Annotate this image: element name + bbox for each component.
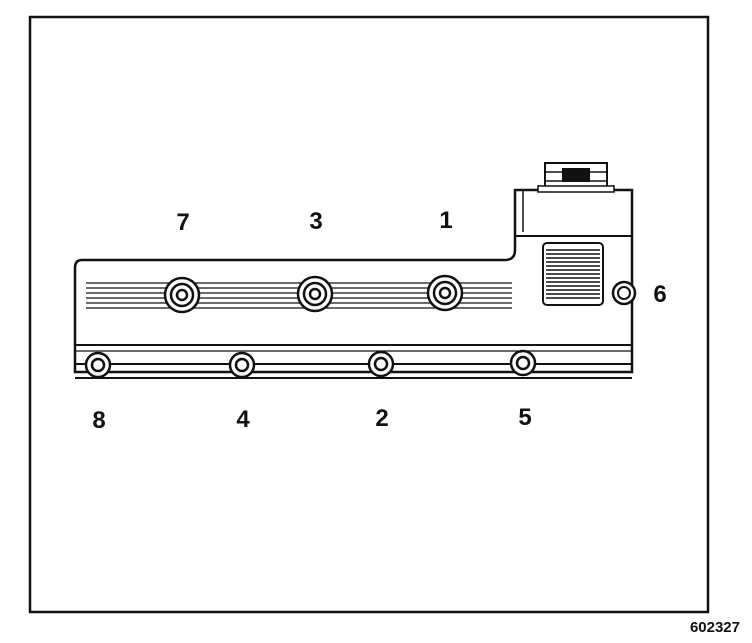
bolt-label-3: 3 — [309, 208, 322, 235]
bolt-8 — [84, 351, 112, 379]
bolt-7 — [163, 276, 201, 314]
top-fitting — [537, 162, 615, 193]
lower-flange-rail — [75, 344, 632, 379]
bolt-label-8: 8 — [92, 407, 105, 434]
bolt-label-6: 6 — [653, 281, 666, 308]
diagram-border — [28, 15, 710, 614]
outlet-grill — [542, 242, 604, 306]
bolt-1 — [426, 274, 464, 312]
bolt-6 — [611, 280, 637, 306]
bolt-3 — [296, 275, 334, 313]
bolt-label-1: 1 — [439, 207, 452, 234]
bolt-2 — [367, 350, 395, 378]
figure-number: 602327 — [690, 619, 740, 636]
bolt-label-4: 4 — [236, 406, 250, 433]
bolt-label-7: 7 — [176, 209, 189, 236]
bolt-5 — [509, 349, 537, 377]
bolt-label-2: 2 — [375, 405, 388, 432]
bolt-label-5: 5 — [518, 404, 531, 431]
manifold-body — [73, 188, 634, 374]
bolt-4 — [228, 351, 256, 379]
